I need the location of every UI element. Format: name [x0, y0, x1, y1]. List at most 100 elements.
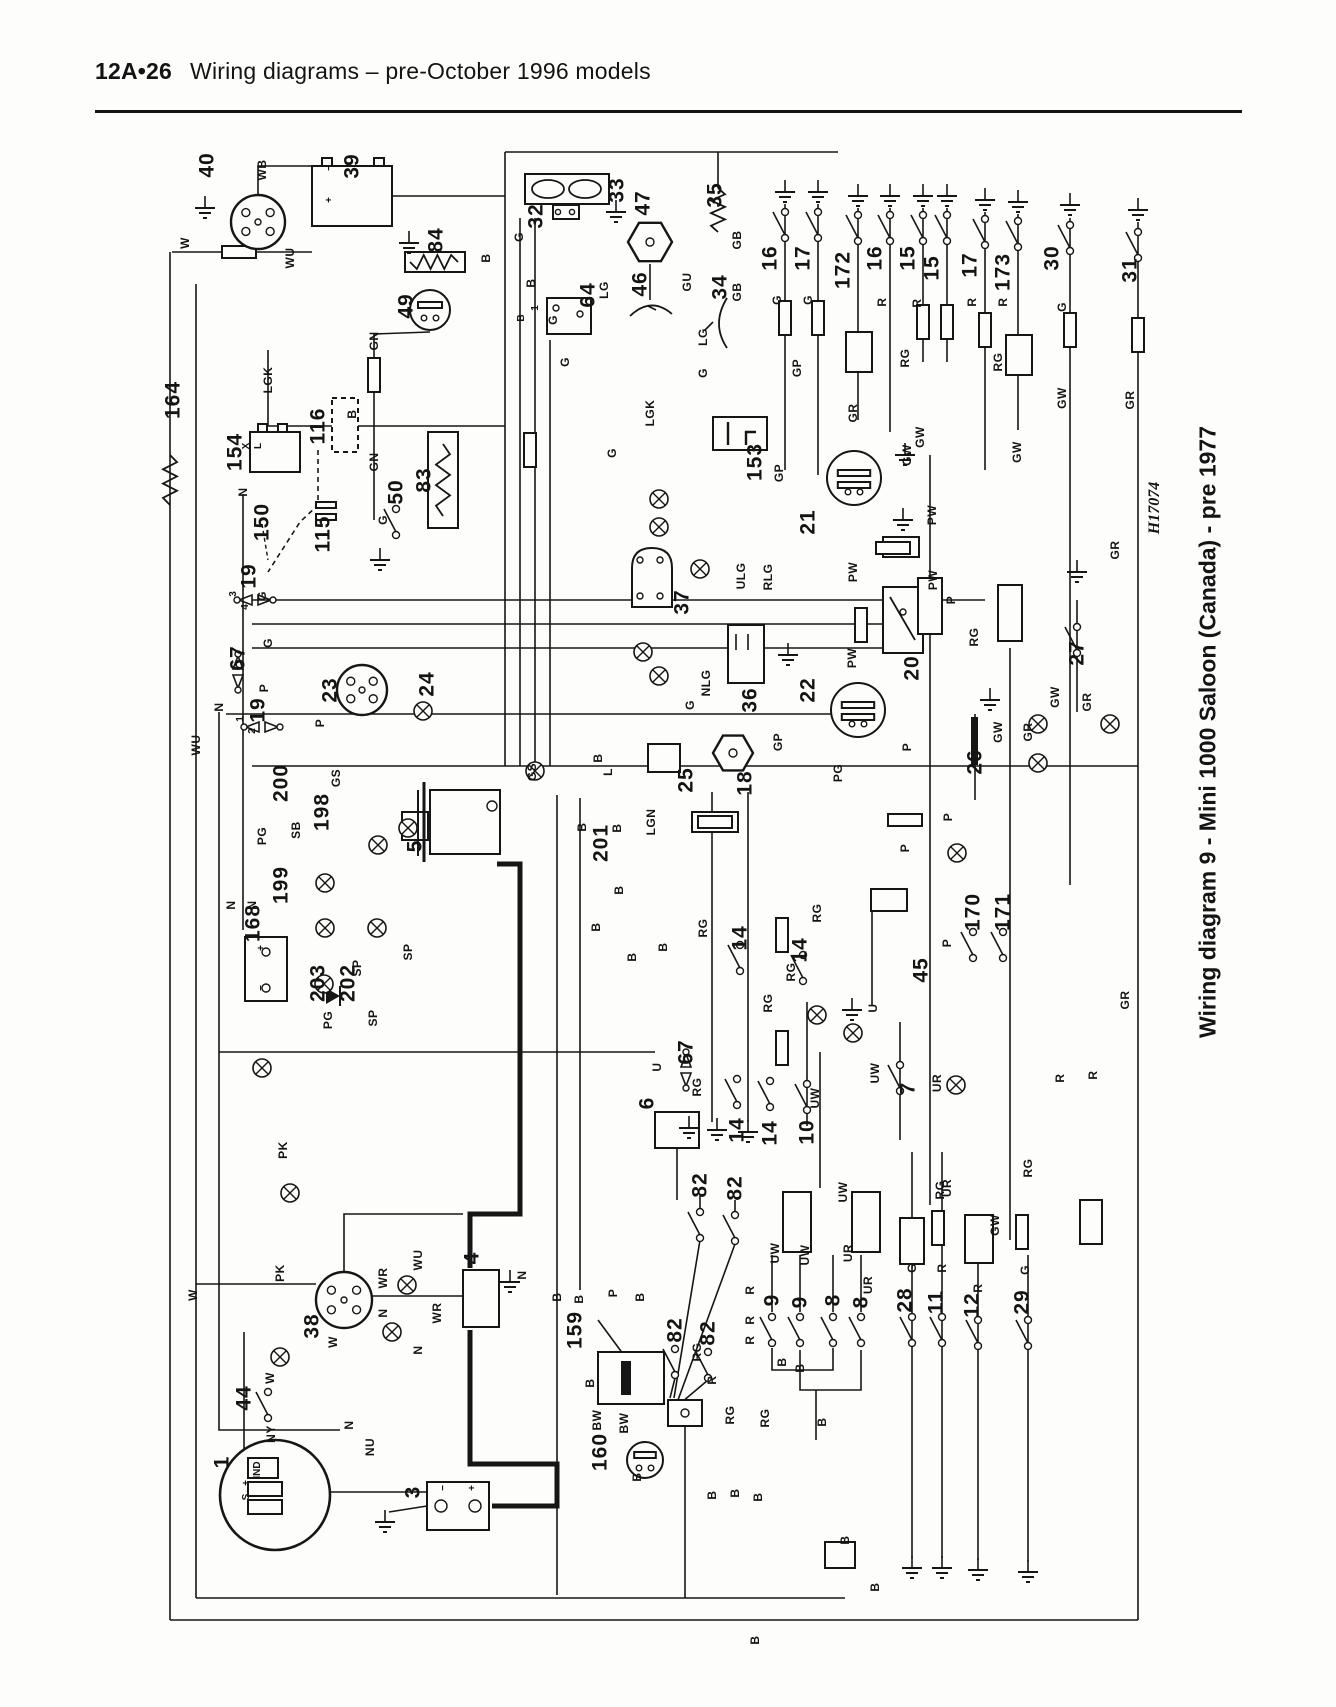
wire-color-code: NY	[264, 1425, 278, 1443]
terminal-label: X	[241, 442, 252, 450]
wire-color-code: RG	[761, 993, 775, 1013]
wire-color-code: RG	[991, 352, 1005, 372]
component-number: 19	[246, 697, 270, 723]
wire-color-code: PG	[255, 826, 269, 846]
terminal-label: −	[324, 165, 335, 171]
wire-color-code: GR	[846, 403, 860, 423]
component-number: 67	[226, 645, 250, 671]
terminal-label: S	[241, 1493, 252, 1501]
wire-color-code: B	[775, 1357, 789, 1367]
wire-color-code: B	[868, 1582, 882, 1592]
component-number: 14	[788, 937, 812, 963]
wire-color-code: PW	[846, 561, 860, 583]
component-number: 33	[605, 177, 629, 203]
wire-color-code: P	[257, 683, 271, 693]
wire-color-code: G	[255, 591, 269, 601]
wire-color-code: B	[656, 942, 670, 952]
wire-color-code: B	[583, 1378, 597, 1388]
wire-color-code: RG	[1021, 1158, 1035, 1178]
component-number: 15	[920, 255, 944, 281]
component-number: 10	[795, 1119, 819, 1145]
wire-color-code: R	[875, 297, 889, 307]
wire-color-code: W	[326, 1336, 340, 1348]
terminal-label: 1	[530, 305, 541, 311]
terminal-label: 2	[247, 728, 258, 734]
wire-color-code: LGK	[261, 366, 275, 394]
wire-color-code: R	[996, 297, 1010, 307]
wire-color-code: N	[342, 1420, 356, 1430]
component-number: 172	[831, 250, 855, 290]
wire-color-code: UW	[798, 1244, 812, 1266]
wire-color-code: GR	[1123, 390, 1137, 410]
component-number: 173	[991, 252, 1015, 292]
wire-color-code: B	[838, 1535, 852, 1545]
component-number: 40	[195, 152, 219, 178]
terminal-label: 4	[240, 604, 251, 610]
component-number: 7	[896, 1081, 920, 1095]
component-number: 64	[576, 282, 600, 308]
component-number: 14	[758, 1120, 782, 1146]
wire-color-code: N	[236, 487, 250, 497]
drawing-reference: H17074	[1146, 481, 1163, 535]
wire-color-code: GW	[1055, 387, 1069, 409]
wire-color-code: B	[748, 1635, 762, 1645]
component-number: 29	[1010, 1289, 1034, 1315]
component-number: 8	[821, 1293, 845, 1307]
wire-color-code: SP	[401, 943, 415, 961]
component-number: 171	[991, 892, 1015, 932]
page-number: 12A•26	[95, 58, 173, 84]
wire-color-code: B	[630, 1472, 644, 1482]
terminal-label: +	[324, 197, 335, 203]
component-number: 23	[318, 677, 342, 703]
wire-color-code: SP	[366, 1009, 380, 1027]
wire-color-code: ULG	[734, 562, 748, 590]
wire-color-code: GW	[900, 444, 914, 466]
component-number: 16	[758, 245, 782, 271]
component-number: 154	[223, 432, 247, 472]
component-number: 9	[788, 1295, 812, 1309]
wire-color-code: GW	[1010, 441, 1024, 463]
wire-color-code: LGK	[643, 399, 657, 427]
wire-color-code: G	[558, 357, 572, 367]
wire-color-code: RG	[967, 627, 981, 647]
wire-color-code: RG	[723, 1405, 737, 1425]
wire-color-code: P	[606, 1288, 620, 1298]
component-number: 30	[1040, 245, 1064, 271]
wire-color-code: G	[512, 232, 526, 242]
wire-color-code: B	[728, 1488, 742, 1498]
page-title: Wiring diagrams – pre-October 1996 model…	[190, 58, 651, 84]
wire-color-code: GB	[730, 282, 744, 302]
wire-color-code: GR	[1080, 692, 1094, 712]
component-number: 14	[725, 1117, 749, 1143]
wire-color-code: RG	[810, 903, 824, 923]
wire-color-code: W	[178, 237, 192, 249]
terminal-label: +	[241, 1480, 252, 1486]
component-number: 150	[250, 502, 274, 542]
wire-color-code: GP	[790, 358, 804, 378]
wire-color-code: P	[944, 595, 958, 605]
wire-color-code: RG	[933, 1180, 947, 1200]
component-number: 5	[403, 839, 427, 853]
component-number: 37	[670, 589, 694, 615]
component-number: 4	[460, 1251, 484, 1265]
component-number: 8	[849, 1295, 873, 1309]
component-number: 31	[1118, 257, 1142, 283]
component-number: 84	[424, 227, 448, 253]
component-number: 24	[415, 671, 439, 697]
component-number: 22	[796, 677, 820, 703]
component-number: 20	[900, 655, 924, 681]
wire-color-code: G	[905, 1263, 919, 1273]
wire-color-code: WB	[255, 159, 269, 181]
component-number: 38	[300, 1313, 324, 1339]
wire-color-code: SB	[289, 821, 303, 839]
wire-color-code: G	[801, 295, 815, 305]
wire-color-code: GN	[367, 331, 381, 351]
wire-color-code: NU	[363, 1437, 377, 1457]
component-number: 47	[631, 190, 655, 216]
wire-color-code: R	[935, 1263, 949, 1273]
wire-color-code: B	[575, 822, 589, 832]
wire-color-code: B	[572, 1294, 586, 1304]
terminal-label: L	[253, 442, 264, 450]
header-rule	[95, 110, 1242, 113]
